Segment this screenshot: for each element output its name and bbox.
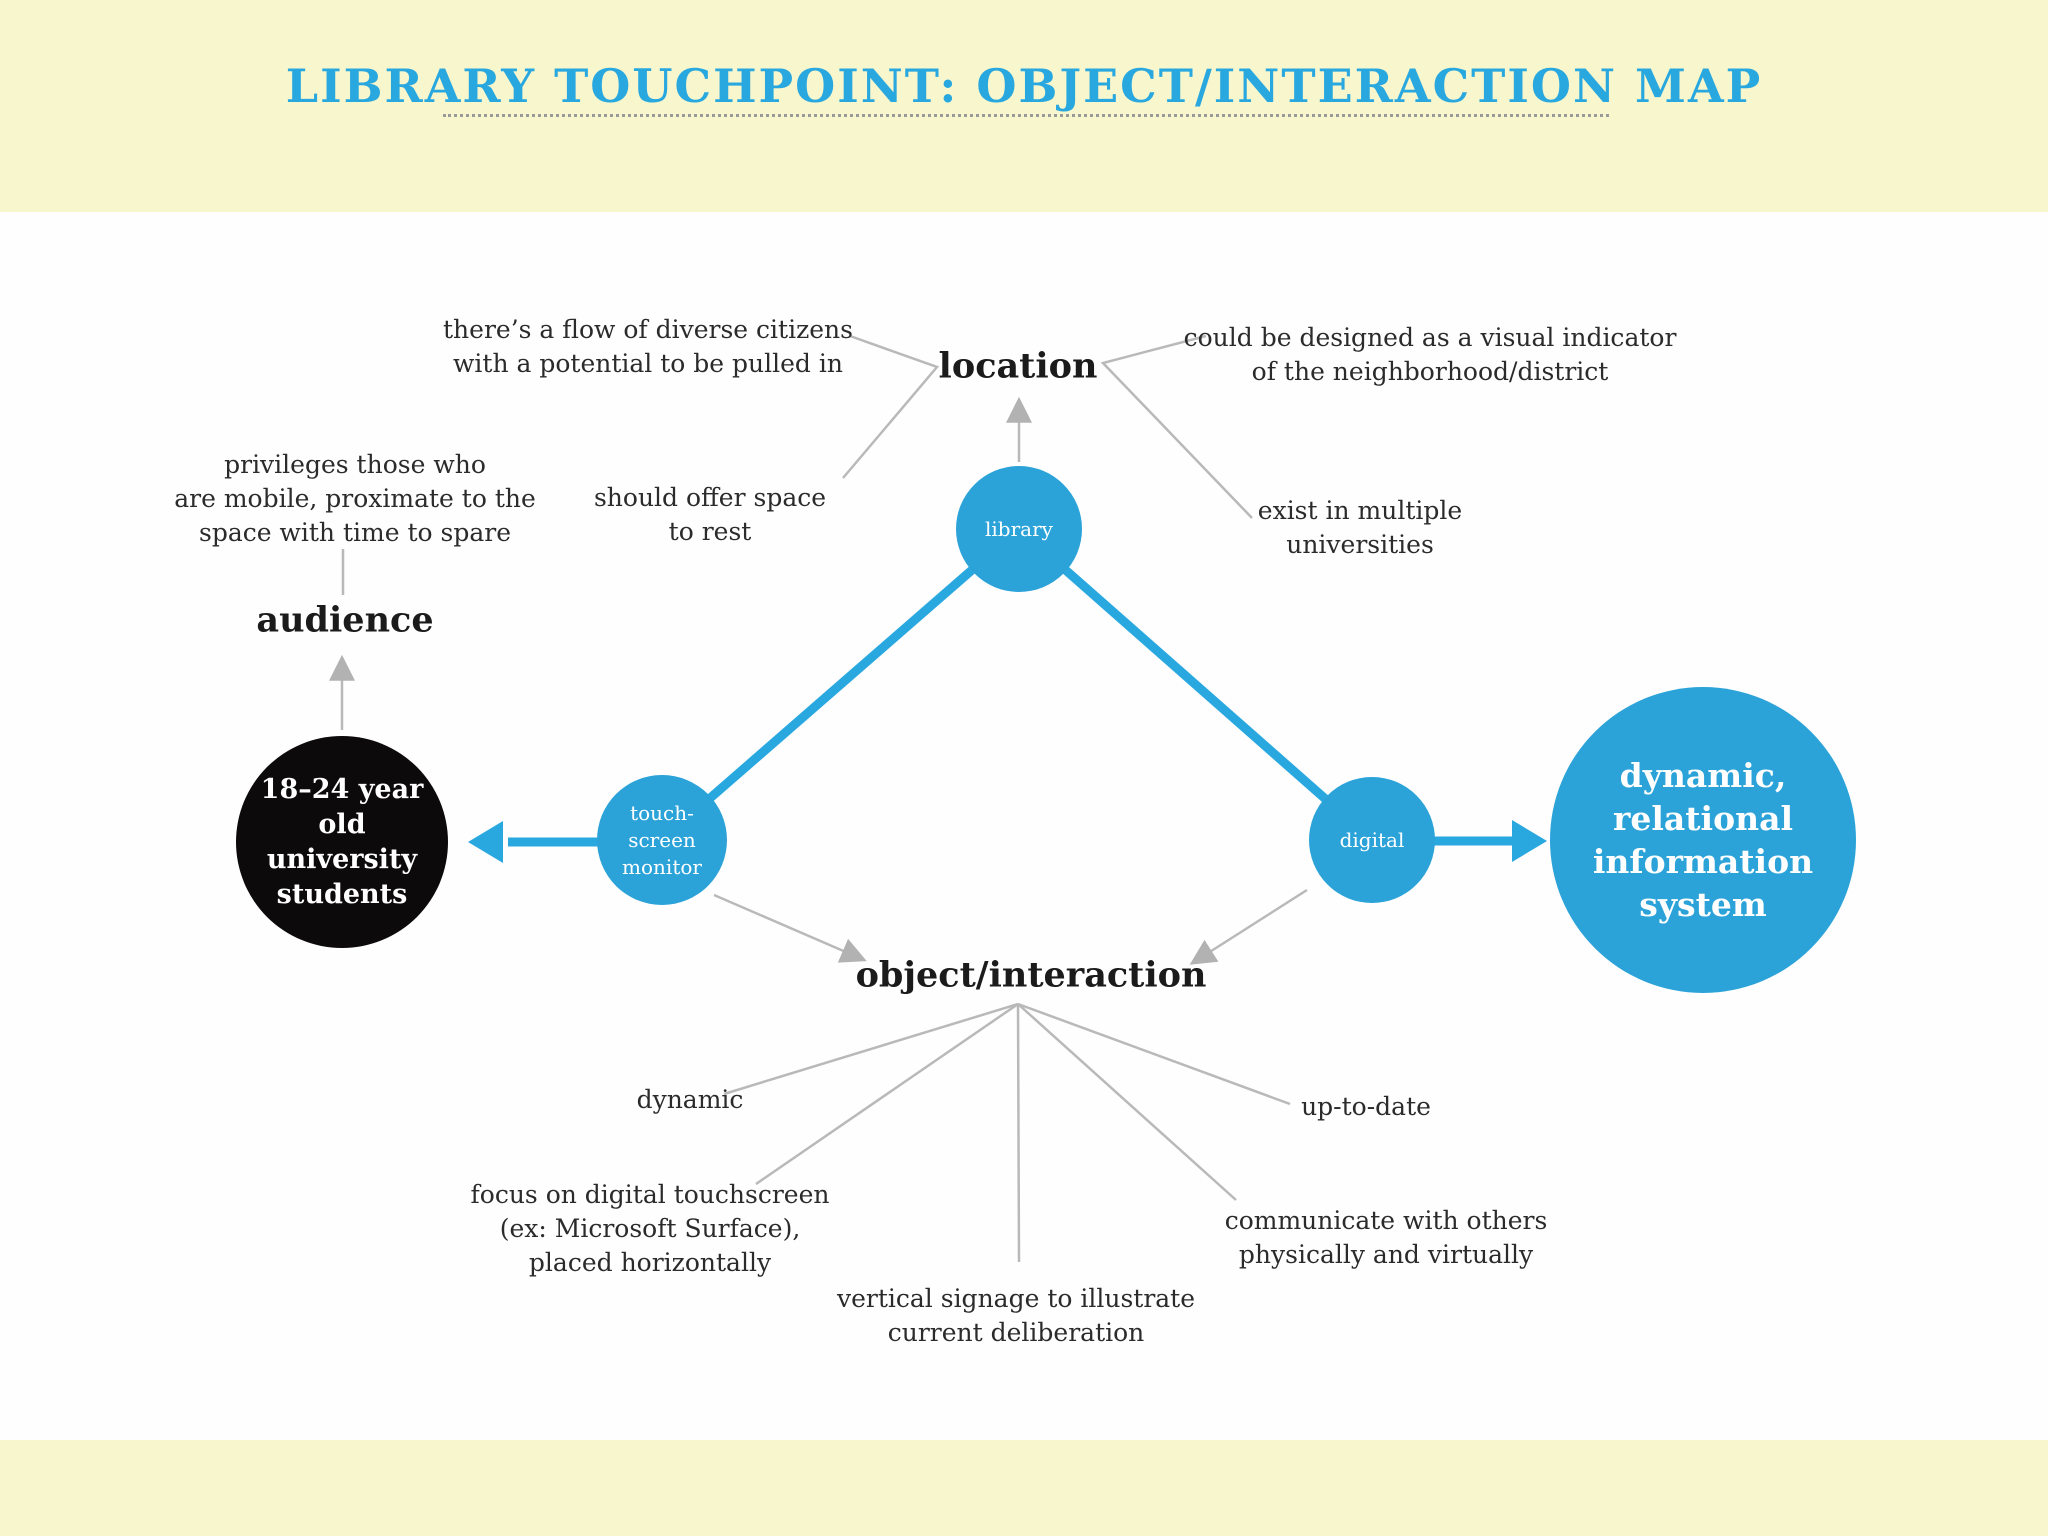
footer-band: [0, 1440, 2048, 1536]
node-library-label: library: [985, 516, 1053, 541]
node-digital: digital: [1309, 777, 1435, 903]
node-information-system-label: dynamic, relational information system: [1592, 756, 1814, 924]
note-communicate: communicate with others physically and v…: [1224, 1206, 1548, 1269]
line-location-right-notes: [1100, 334, 1253, 519]
title-divider: [443, 114, 1609, 117]
line-object-uptodate: [1017, 1002, 1291, 1106]
arrow-touchscreen-students-head: [468, 821, 503, 863]
label-location: location: [938, 345, 1098, 387]
note-touchscreen-focus: focus on digital touchscreen (ex: Micros…: [470, 1180, 830, 1277]
node-information-system: dynamic, relational information system: [1550, 687, 1856, 993]
note-visual-indicator: could be designed as a visual indicator …: [1183, 323, 1677, 386]
note-up-to-date: up-to-date: [1301, 1092, 1431, 1121]
line-location-left-notes: [842, 334, 940, 479]
line-object-communicate: [1017, 1003, 1237, 1201]
label-audience: audience: [256, 599, 434, 641]
arrow-touchscreen-object: [713, 893, 867, 963]
line-object-signage: [1016, 1003, 1021, 1263]
node-university-students-label: 18–24 year old university students: [260, 774, 424, 910]
node-touchscreen-monitor-label: touch- screen monitor: [622, 800, 702, 879]
label-object-interaction: object/interaction: [855, 954, 1207, 996]
note-offer-space: should offer space to rest: [593, 483, 827, 546]
note-flow-of-citizens: there’s a flow of diverse citizens with …: [443, 315, 853, 378]
header-band: LIBRARY TOUCHPOINT: OBJECT/INTERACTION M…: [0, 0, 2048, 212]
line-object-focus: [755, 1002, 1019, 1186]
node-digital-label: digital: [1339, 827, 1405, 852]
arrow-digital-system-head: [1512, 820, 1547, 862]
note-multiple-universities: exist in multiple universities: [1257, 496, 1463, 559]
edge-library-digital: [1016, 525, 1375, 844]
edge-library-touchscreen: [659, 525, 1022, 844]
node-library: library: [956, 466, 1082, 592]
note-dynamic: dynamic: [636, 1085, 744, 1114]
node-university-students: 18–24 year old university students: [236, 736, 448, 948]
page-title: LIBRARY TOUCHPOINT: OBJECT/INTERACTION M…: [285, 59, 1763, 113]
note-vertical-signage: vertical signage to illustrate current d…: [836, 1284, 1196, 1347]
note-privileges-mobile: privileges those who are mobile, proxima…: [174, 450, 536, 547]
arrow-digital-object: [1189, 888, 1308, 965]
line-object-dynamic: [723, 1002, 1019, 1096]
node-touchscreen-monitor: touch- screen monitor: [597, 775, 727, 905]
